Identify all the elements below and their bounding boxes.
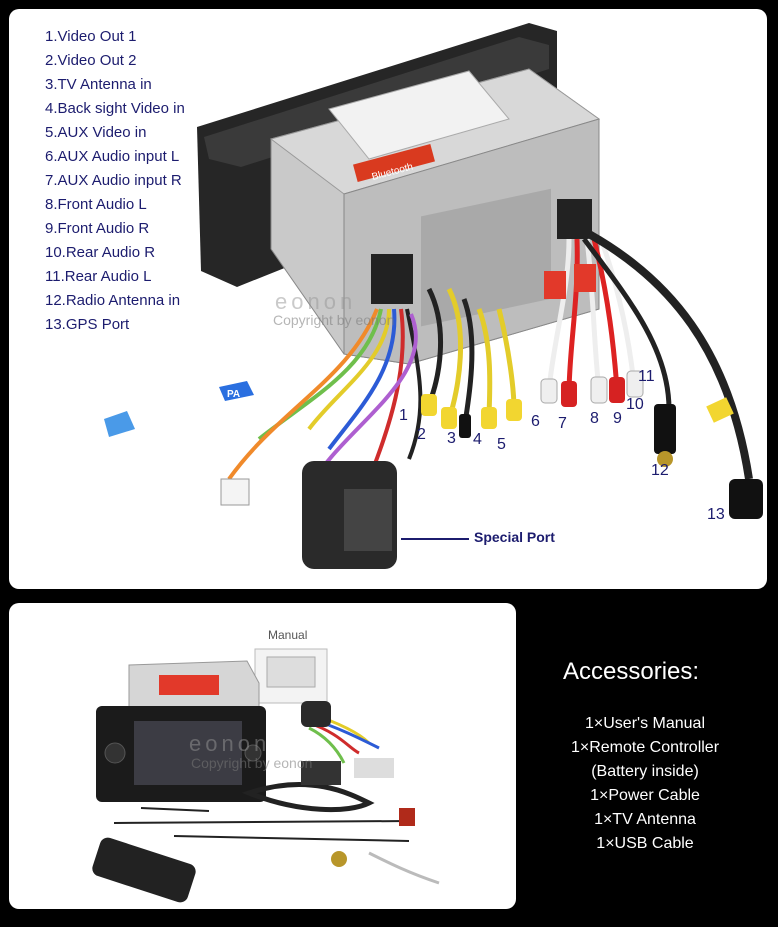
callout-number: 5	[497, 436, 506, 453]
port-item: 1.Video Out 1	[45, 28, 137, 45]
port-item: 12.Radio Antenna in	[45, 292, 181, 309]
callout-number: 10	[626, 396, 644, 413]
head-unit-rear-photo: Bluetooth	[104, 23, 763, 569]
port-item: 7.AUX Audio input R	[45, 172, 182, 189]
port-item: 4.Back sight Video in	[45, 100, 185, 117]
watermark-copyright: Copyright by eonon	[191, 755, 313, 771]
manual-label: Manual	[268, 628, 308, 642]
accessory-item: 1×TV Antenna	[594, 811, 696, 828]
callout-number: 9	[613, 410, 622, 427]
callout-number: 6	[531, 413, 540, 430]
callout-number: 11	[638, 368, 655, 385]
connection-diagram-panel: Bluetooth	[9, 9, 767, 589]
port-item: 13.GPS Port	[45, 316, 130, 333]
watermark-logo: eonon	[189, 731, 271, 756]
special-port-label: Special Port	[474, 529, 555, 545]
accessory-item: 1×User's Manual	[585, 715, 705, 732]
port-item: 6.AUX Audio input L	[45, 148, 180, 165]
accessory-item: (Battery inside)	[591, 763, 699, 780]
watermark-logo: eonon	[275, 289, 357, 314]
callout-number: 8	[590, 410, 599, 427]
pa-tag-text: PA	[227, 389, 240, 400]
accessories-title: Accessories:	[563, 658, 700, 685]
port-item: 10.Rear Audio R	[45, 244, 156, 261]
port-list: 1.Video Out 1 2.Video Out 2 3.TV Antenna…	[45, 25, 185, 337]
port-item: 8.Front Audio L	[45, 196, 147, 213]
port-item: 11.Rear Audio L	[45, 268, 152, 285]
callout-number: 12	[651, 462, 669, 479]
accessory-item: 1×USB Cable	[596, 835, 694, 852]
callout-number: 1	[399, 407, 408, 424]
accessories-photo-panel: Manual eonon Copyright by eonon	[9, 603, 516, 909]
callout-number: 13	[707, 506, 725, 523]
accessories-list: 1×User's Manual 1×Remote Controller (Bat…	[530, 712, 760, 856]
port-item: 2.Video Out 2	[45, 52, 137, 69]
callout-number: 3	[447, 430, 456, 447]
callout-number: 2	[417, 426, 426, 443]
port-item: 9.Front Audio R	[45, 220, 150, 237]
port-item: 5.AUX Video in	[45, 124, 147, 141]
accessories-photo	[92, 648, 440, 903]
callout-number: 4	[473, 431, 482, 448]
accessory-item: 1×Power Cable	[590, 787, 700, 804]
port-item: 3.TV Antenna in	[45, 76, 152, 93]
callout-number: 7	[558, 415, 567, 432]
watermark-copyright: Copyright by eonon	[273, 312, 395, 328]
accessory-item: 1×Remote Controller	[570, 739, 720, 756]
